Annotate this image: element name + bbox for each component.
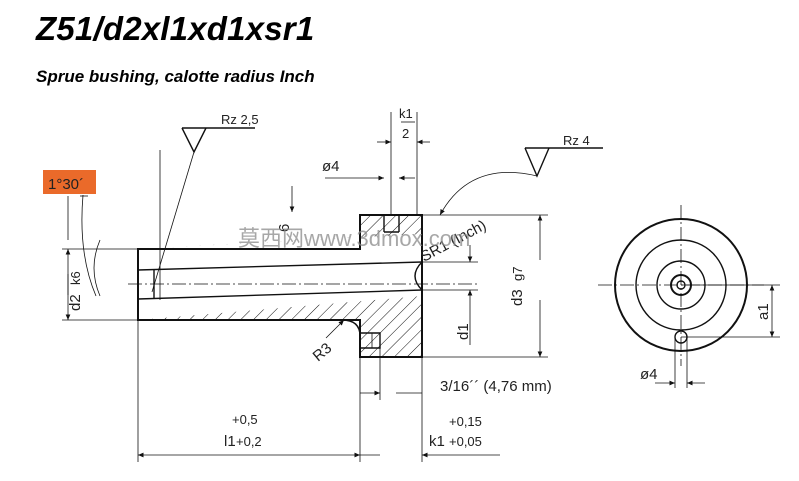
two-label: 2: [402, 126, 409, 141]
rz-left-label: Rz 2,5: [221, 112, 259, 127]
d2-label: d2: [67, 294, 84, 311]
page-title: Z51/d2xl1xd1xsr1: [36, 10, 315, 47]
k1-bottom-label: k1: [429, 433, 445, 450]
end-view: [598, 205, 780, 388]
angle-label: 1°30´: [48, 176, 84, 193]
d3-label: d3: [509, 289, 526, 306]
dia4-right-label: ø4: [640, 366, 658, 383]
k1-top-label: k1: [399, 106, 413, 121]
l1-tol-upper: +0,5: [232, 412, 258, 427]
watermark: 莫西网www.3dmox.com: [238, 226, 470, 251]
angle-highlight: [43, 170, 96, 194]
k1-tol-upper: +0,15: [449, 414, 482, 429]
k1-tol-lower: +0,05: [449, 434, 482, 449]
dia4-top-label: ø4: [322, 158, 340, 175]
page-subtitle: Sprue bushing, calotte radius Inch: [36, 67, 315, 86]
a1-label: a1: [755, 303, 772, 320]
inch-note: 3/16´´ (4,76 mm): [440, 378, 552, 395]
l1-label: l1: [224, 433, 236, 450]
d1-label: d1: [455, 323, 472, 340]
dimension-lines: [62, 112, 603, 462]
r3-label: R3: [310, 340, 336, 365]
bushing-section: [128, 214, 478, 358]
six-label: 6: [276, 224, 293, 232]
l1-tol-lower: +0,2: [236, 434, 262, 449]
k6-label: k6: [68, 271, 83, 285]
rz-right-label: Rz 4: [563, 133, 590, 148]
g7-label: g7: [510, 267, 525, 281]
